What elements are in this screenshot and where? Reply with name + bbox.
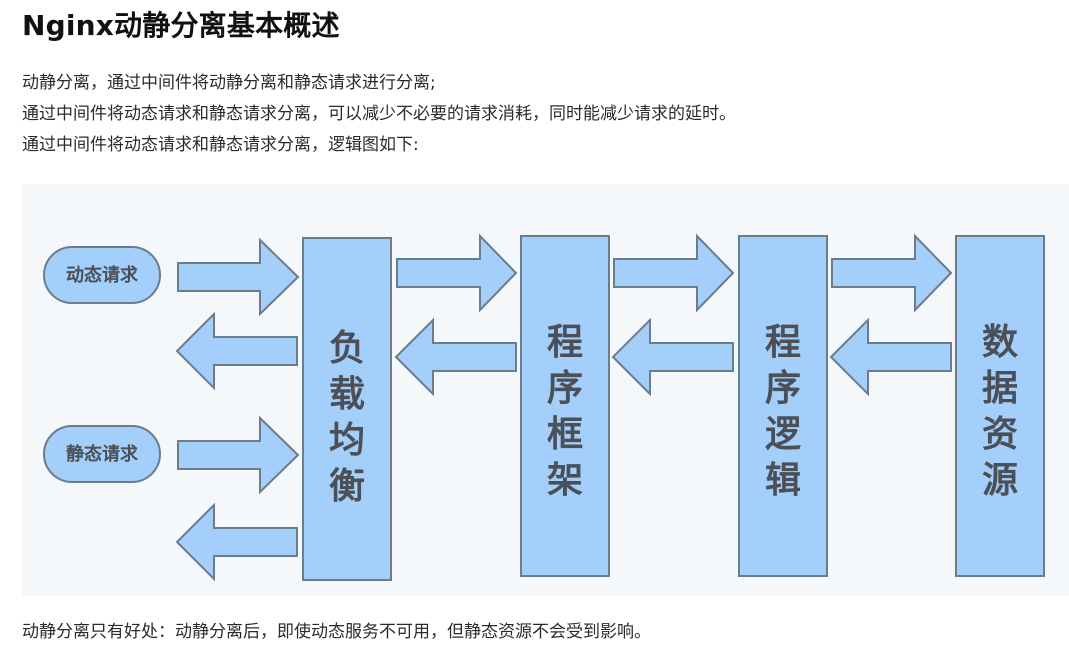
logic-char: 逻	[765, 414, 801, 455]
arrow-left-icon	[175, 311, 298, 391]
arrow-right-icon	[177, 415, 300, 495]
data-char: 据	[982, 368, 1018, 409]
dynamic-request-label: 动态请求	[66, 264, 139, 286]
static-request-label: 静态请求	[66, 443, 139, 465]
framework-char: 序	[547, 368, 583, 409]
paragraph-2: 通过中间件将动态请求和静态请求分离，可以减少不必要的请求消耗，同时能减少请求的延…	[22, 104, 736, 124]
logic-box	[738, 235, 828, 577]
paragraph-1: 动静分离，通过中间件将动静分离和静态请求进行分离;	[22, 73, 436, 93]
page-title: Nginx动静分离基本概述	[22, 9, 340, 42]
logic-char: 序	[765, 368, 801, 409]
paragraph-3: 通过中间件将动态请求和静态请求分离，逻辑图如下:	[22, 135, 419, 155]
framework-char: 框	[547, 414, 583, 455]
data-resource-box	[955, 235, 1045, 577]
arrow-right-icon	[396, 233, 518, 313]
framework-box	[520, 235, 610, 577]
lb-char: 均	[329, 420, 365, 461]
diagram-svg: 动态请求 静态请求 负 载 均 衡 程 序 框 架 程 序 逻 辑 数 据 资 …	[43, 233, 1045, 582]
data-char: 数	[982, 322, 1018, 363]
static-request-pill	[43, 425, 161, 483]
framework-char: 程	[547, 322, 583, 363]
lb-char: 负	[329, 328, 365, 369]
logic-char: 程	[765, 322, 801, 363]
load-balancer-box	[302, 237, 392, 581]
logic-diagram: 动态请求 静态请求 负 载 均 衡 程 序 框 架 程 序 逻 辑 数 据 资 …	[22, 184, 1069, 596]
lb-char: 载	[329, 374, 365, 415]
arrow-left-icon	[829, 317, 952, 397]
framework-char: 架	[547, 460, 583, 501]
arrow-right-icon	[831, 233, 953, 313]
data-char: 资	[982, 414, 1018, 455]
lb-char: 衡	[329, 466, 365, 507]
data-char: 源	[982, 460, 1018, 501]
footer-paragraph: 动静分离只有好处：动静分离后，即使动态服务不可用，但静态资源不会受到影响。	[22, 622, 651, 642]
dynamic-request-pill	[43, 246, 161, 304]
logic-char: 辑	[765, 460, 801, 501]
arrow-left-icon	[175, 502, 298, 582]
arrow-right-icon	[177, 237, 300, 317]
arrow-right-icon	[613, 233, 735, 313]
arrow-left-icon	[394, 317, 517, 397]
arrow-left-icon	[611, 317, 734, 397]
